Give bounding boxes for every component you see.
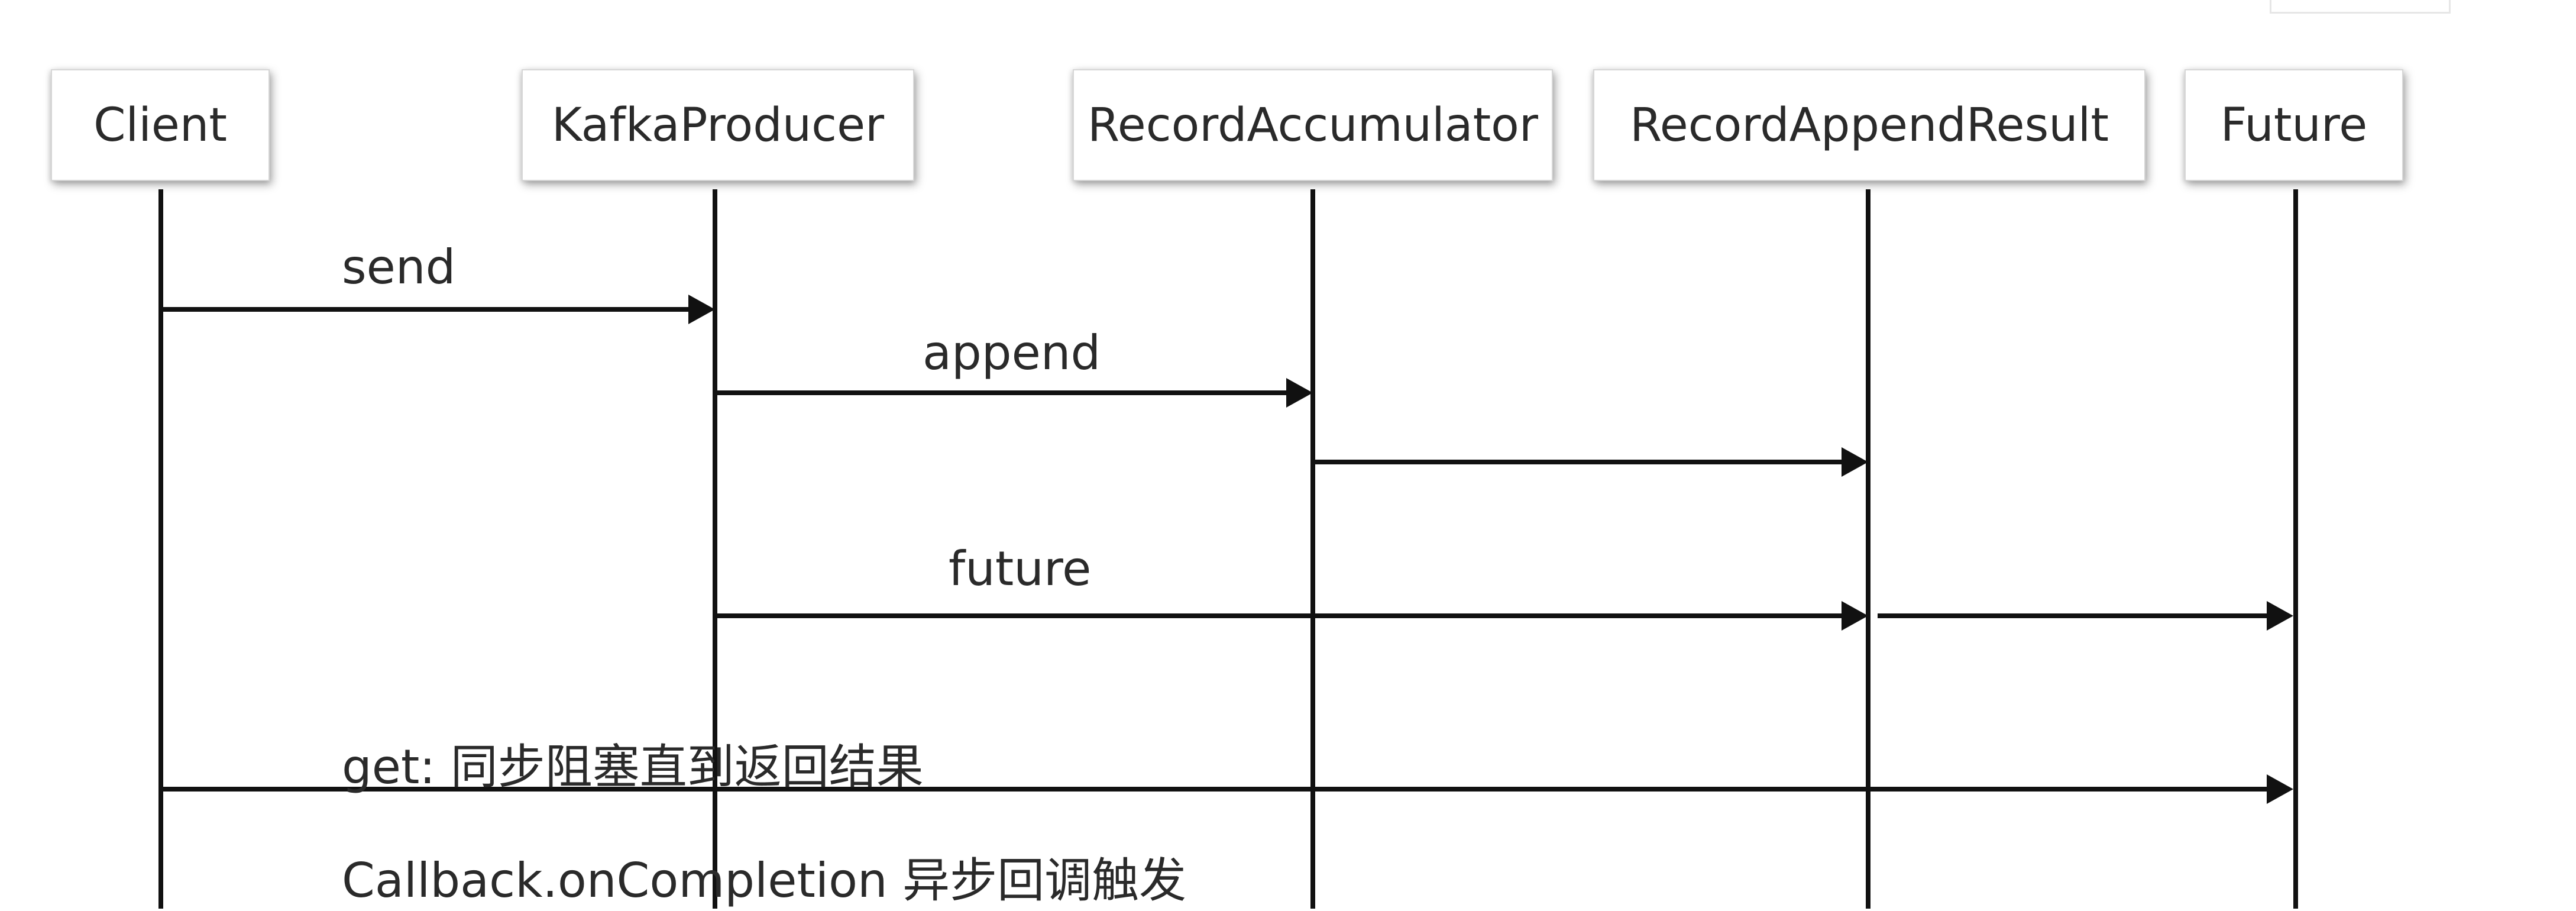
arrowhead-accumulator-to-result [1842, 447, 1868, 477]
lifeline-recordaccumulator [1310, 189, 1315, 909]
participant-recordaccumulator: RecordAccumulator [1073, 69, 1553, 181]
arrowhead-append [1286, 378, 1313, 408]
label-send: send [342, 240, 456, 295]
participant-future: Future [2185, 69, 2403, 181]
lifeline-client [158, 189, 163, 909]
lifeline-recordappendresult [1866, 189, 1870, 909]
label-append: append [923, 325, 1101, 380]
arrowhead-send [688, 295, 715, 324]
participant-client: Client [51, 69, 270, 181]
arrowhead-future-to-result [1842, 601, 1868, 631]
label-callback: Callback.onCompletion 异步回调触发 [342, 853, 1187, 908]
participant-recordappendresult: RecordAppendResult [1593, 69, 2145, 181]
corner-tab [2270, 0, 2451, 14]
label-get: get: 同步阻塞直到返回结果 [342, 739, 924, 794]
lifeline-future [2293, 189, 2298, 909]
lifeline-kafkaproducer [713, 189, 717, 909]
label-future: future [949, 541, 1092, 596]
arrowhead-get [2267, 774, 2293, 804]
participant-kafkaproducer: KafkaProducer [522, 69, 914, 181]
arrowhead-result-to-future [2267, 601, 2293, 631]
